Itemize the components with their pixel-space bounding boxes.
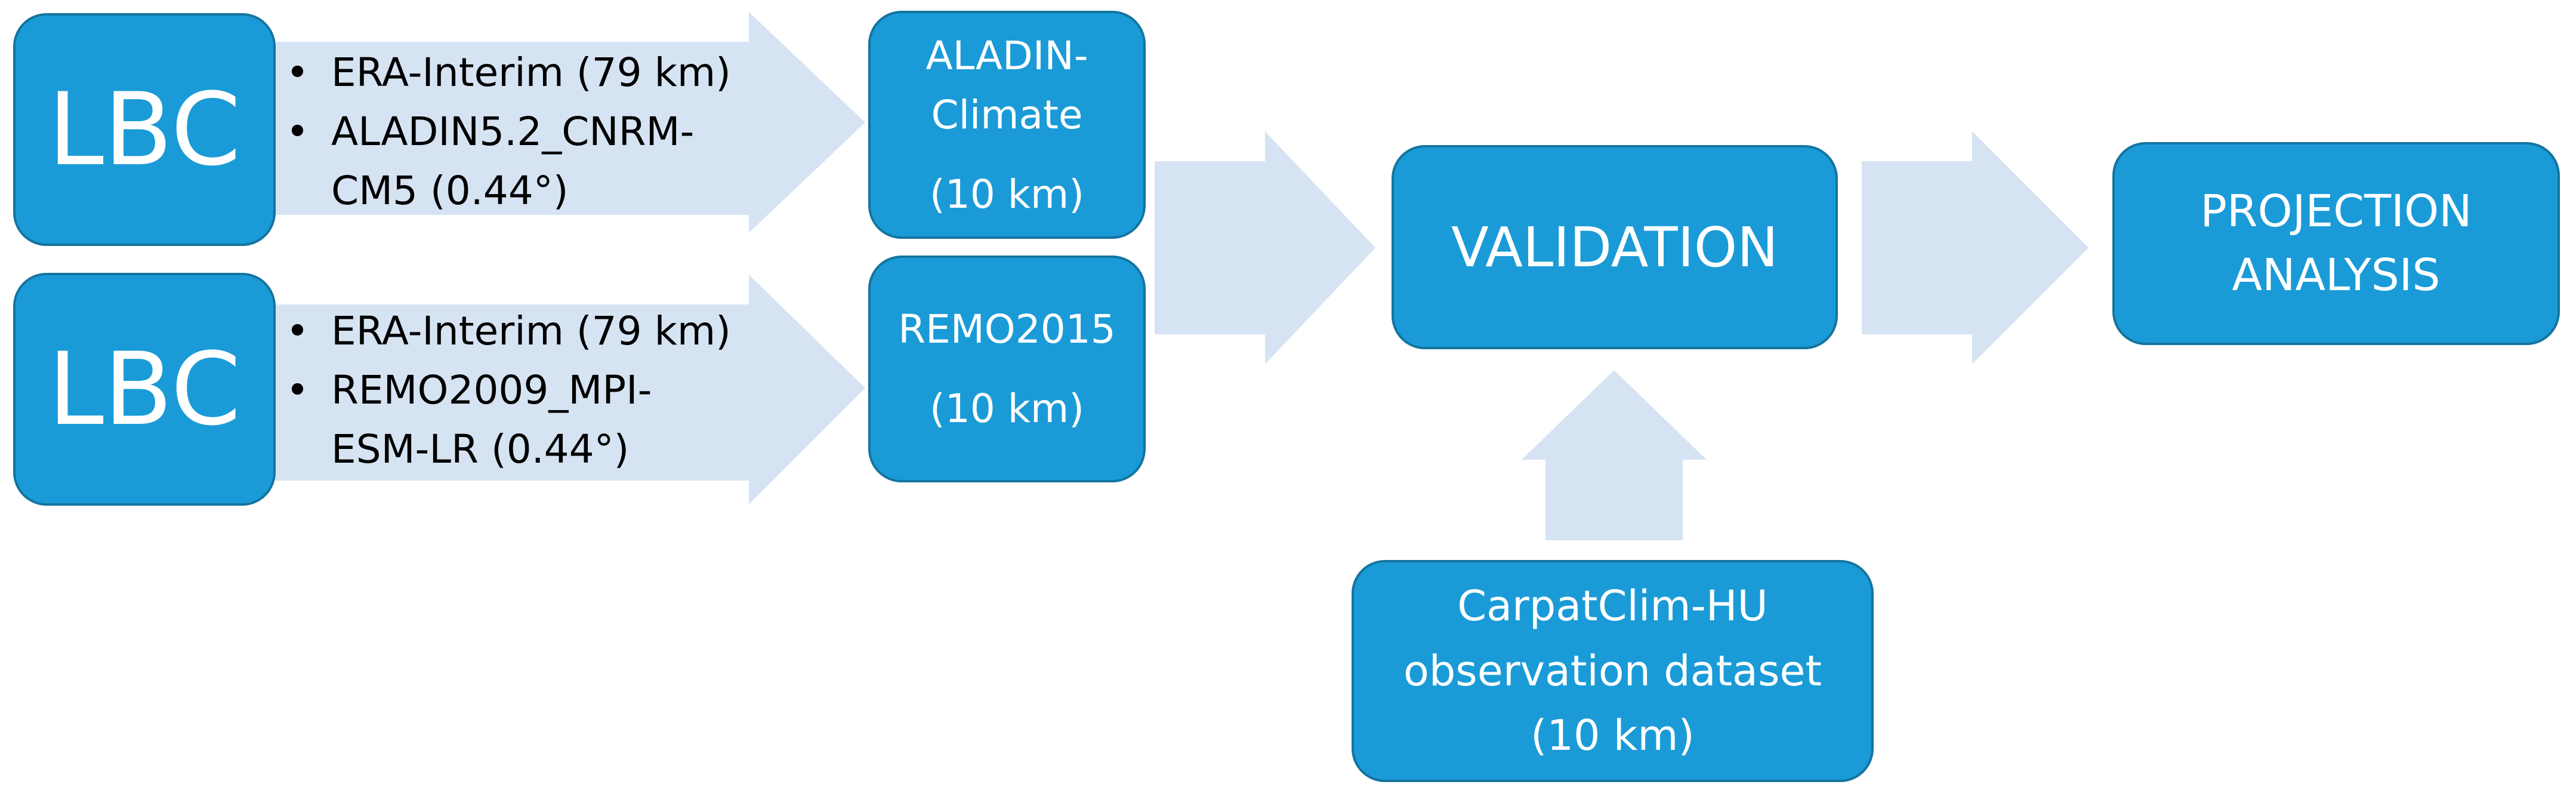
lbc-2-bullet-1: ERA-Interim (79 km) (283, 301, 731, 361)
remo2015-box: REMO2015 (10 km) (868, 256, 1146, 482)
lbc-1-bullet-1: ERA-Interim (79 km) (283, 43, 731, 102)
lbc-2-forcing-list: ERA-Interim (79 km) REMO2009_MPI- ESM-LR… (283, 301, 731, 479)
arrow-models-to-validation (1155, 131, 1375, 364)
lbc-1-bullet-2-cont: CM5 (0.44°) (283, 161, 731, 220)
aladin-climate-box: ALADIN- Climate (10 km) (868, 11, 1146, 239)
lbc-2-bullet-2-cont-text: ESM-LR (0.44°) (331, 426, 630, 472)
aladin-resolution: (10 km) (930, 171, 1084, 217)
aladin-line-1: ALADIN- (925, 32, 1088, 79)
observation-line-2: observation dataset (1403, 646, 1822, 696)
lbc-box-2: LBC (13, 273, 276, 506)
lbc-1-bullet-2: ALADIN5.2_CNRM- (283, 102, 731, 161)
lbc-1-forcing-list: ERA-Interim (79 km) ALADIN5.2_CNRM- CM5 … (283, 43, 731, 220)
aladin-line-2: Climate (931, 91, 1083, 138)
projection-line-2: ANALYSIS (2232, 250, 2441, 301)
observation-line-1: CarpatClim-HU (1457, 581, 1768, 631)
lbc-2-bullet-2-cont: ESM-LR (0.44°) (283, 420, 731, 479)
remo-line-1: REMO2015 (898, 306, 1116, 352)
observation-line-3: (10 km) (1531, 711, 1695, 761)
lbc-label-2: LBC (48, 331, 241, 448)
lbc-1-bullet-2-cont-text: CM5 (0.44°) (331, 168, 569, 214)
arrow-validation-to-projection (1862, 131, 2088, 364)
projection-line-1: PROJECTION (2200, 185, 2472, 237)
lbc-label-1: LBC (48, 71, 241, 188)
validation-box: VALIDATION (1392, 145, 1838, 349)
arrow-observation-to-validation (1522, 370, 1707, 540)
lbc-box-1: LBC (13, 13, 276, 246)
remo-resolution: (10 km) (930, 386, 1084, 432)
observation-dataset-box: CarpatClim-HU observation dataset (10 km… (1352, 560, 1874, 782)
lbc-2-bullet-2: REMO2009_MPI- (283, 361, 731, 420)
validation-label: VALIDATION (1451, 215, 1778, 279)
projection-analysis-box: PROJECTION ANALYSIS (2112, 142, 2560, 345)
